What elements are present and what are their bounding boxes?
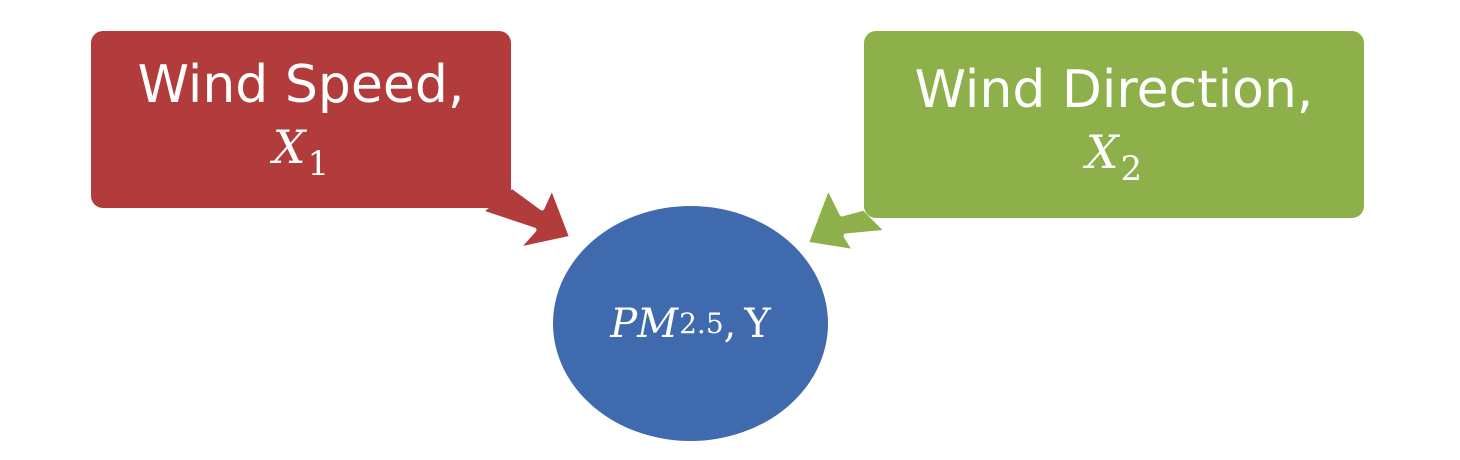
wind-direction-var-letter: X <box>1085 125 1119 180</box>
wind-speed-node: Wind Speed, X1 <box>91 31 511 208</box>
wind-speed-var-subscript: 1 <box>307 144 330 185</box>
pm25-var-subscript: 2.5 <box>679 307 724 340</box>
wind-direction-title: Wind Direction, <box>914 59 1314 120</box>
wind-direction-variable: X2 <box>1085 125 1143 190</box>
wind-direction-var-subscript: 2 <box>1120 149 1143 190</box>
wind-speed-var-letter: X <box>272 120 306 175</box>
wind-speed-title: Wind Speed, <box>137 54 465 115</box>
pm25-response-label: Y <box>744 300 771 347</box>
pm25-separator: , <box>723 300 737 347</box>
wind-speed-variable: X1 <box>272 120 330 185</box>
pm25-var-letters: PM <box>610 300 679 347</box>
wind-direction-node: Wind Direction, X2 <box>864 31 1364 218</box>
edge-x2-to-y <box>803 183 891 255</box>
